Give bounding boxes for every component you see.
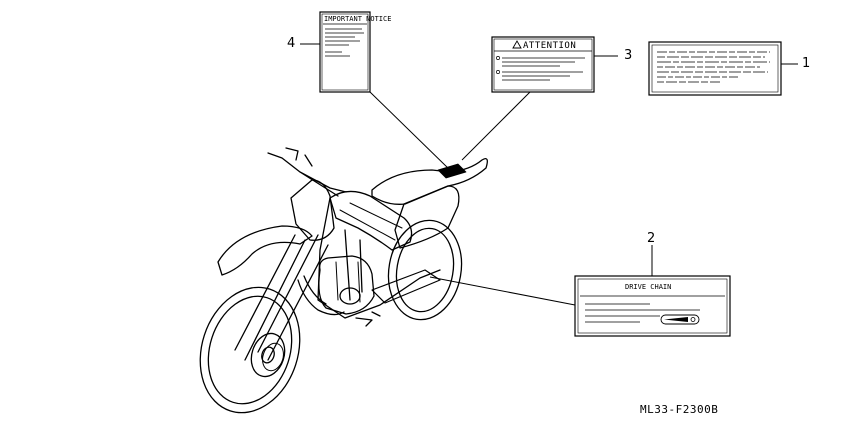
warning-label-1 <box>648 41 782 96</box>
drive-chain-title: DRIVE CHAIN <box>625 283 671 291</box>
exhaust-pipe <box>297 275 345 316</box>
engine <box>318 255 375 315</box>
fuel-tank-shroud <box>329 190 413 251</box>
callout-2: 2 <box>647 231 656 246</box>
drive-chain-label: DRIVE CHAIN <box>574 275 731 337</box>
callout-1: 1 <box>802 56 811 71</box>
side-cover <box>394 185 460 249</box>
chain-slider-icon <box>660 314 700 325</box>
pointer-line-chain <box>429 276 576 306</box>
important-notice-label: IMPORTANT NOTICE <box>319 11 391 93</box>
swingarm <box>371 269 441 304</box>
motorcycle-illustration <box>199 147 488 414</box>
pointer-line-attention <box>461 91 531 161</box>
rear-wheel <box>387 219 463 321</box>
pointer-line-notice <box>369 91 451 171</box>
handlebar <box>267 147 347 197</box>
frame <box>317 197 441 319</box>
attention-label: ATTENTION <box>491 36 595 93</box>
front-wheel <box>199 286 301 414</box>
label-position-seat <box>437 163 467 179</box>
warning-triangle-icon <box>512 40 522 49</box>
important-notice-title: IMPORTANT NOTICE <box>324 15 391 23</box>
attention-title: ATTENTION <box>523 41 576 51</box>
seat <box>371 157 488 205</box>
callout-3: 3 <box>624 48 633 63</box>
front-fender <box>217 225 313 276</box>
figure-code: ML33-F2300B <box>640 403 719 416</box>
front-fork <box>234 234 329 361</box>
callout-4: 4 <box>287 36 296 51</box>
